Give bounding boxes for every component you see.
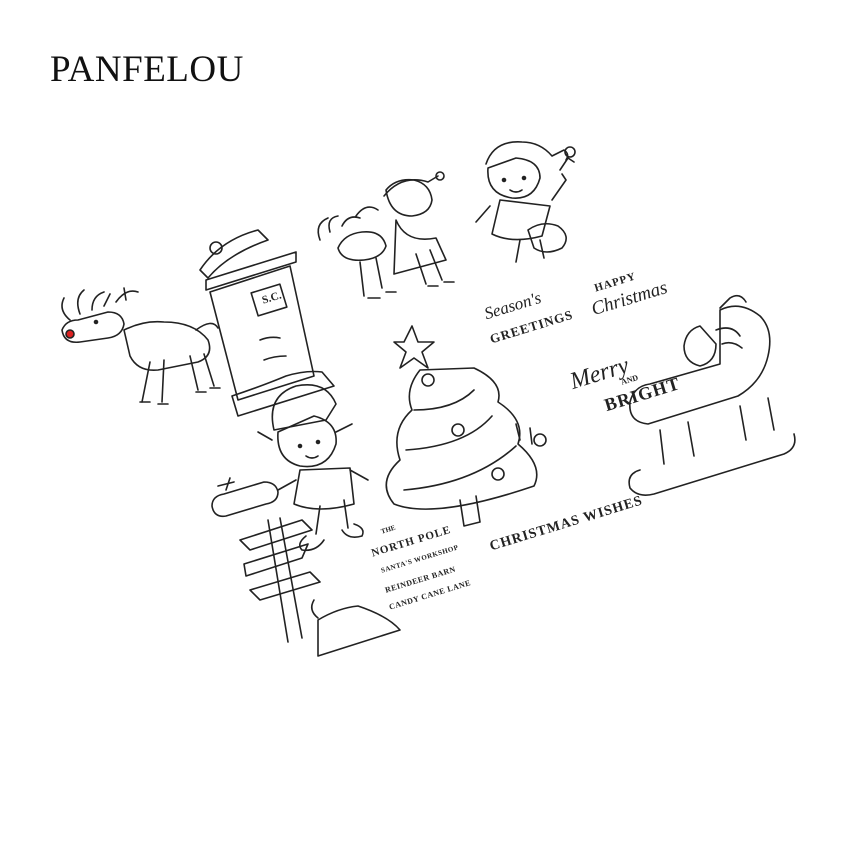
mailbox-icon bbox=[199, 229, 335, 417]
signpost-icon bbox=[211, 477, 401, 657]
brand-watermark: PANFELOU bbox=[50, 49, 244, 90]
sleigh-icon bbox=[628, 294, 796, 496]
elf-with-reindeer-icon bbox=[317, 171, 455, 299]
standing-elf-icon bbox=[257, 384, 369, 552]
christmas-tree-icon bbox=[385, 325, 547, 527]
reindeer-icon bbox=[61, 287, 221, 405]
waving-elf-icon bbox=[475, 141, 576, 263]
